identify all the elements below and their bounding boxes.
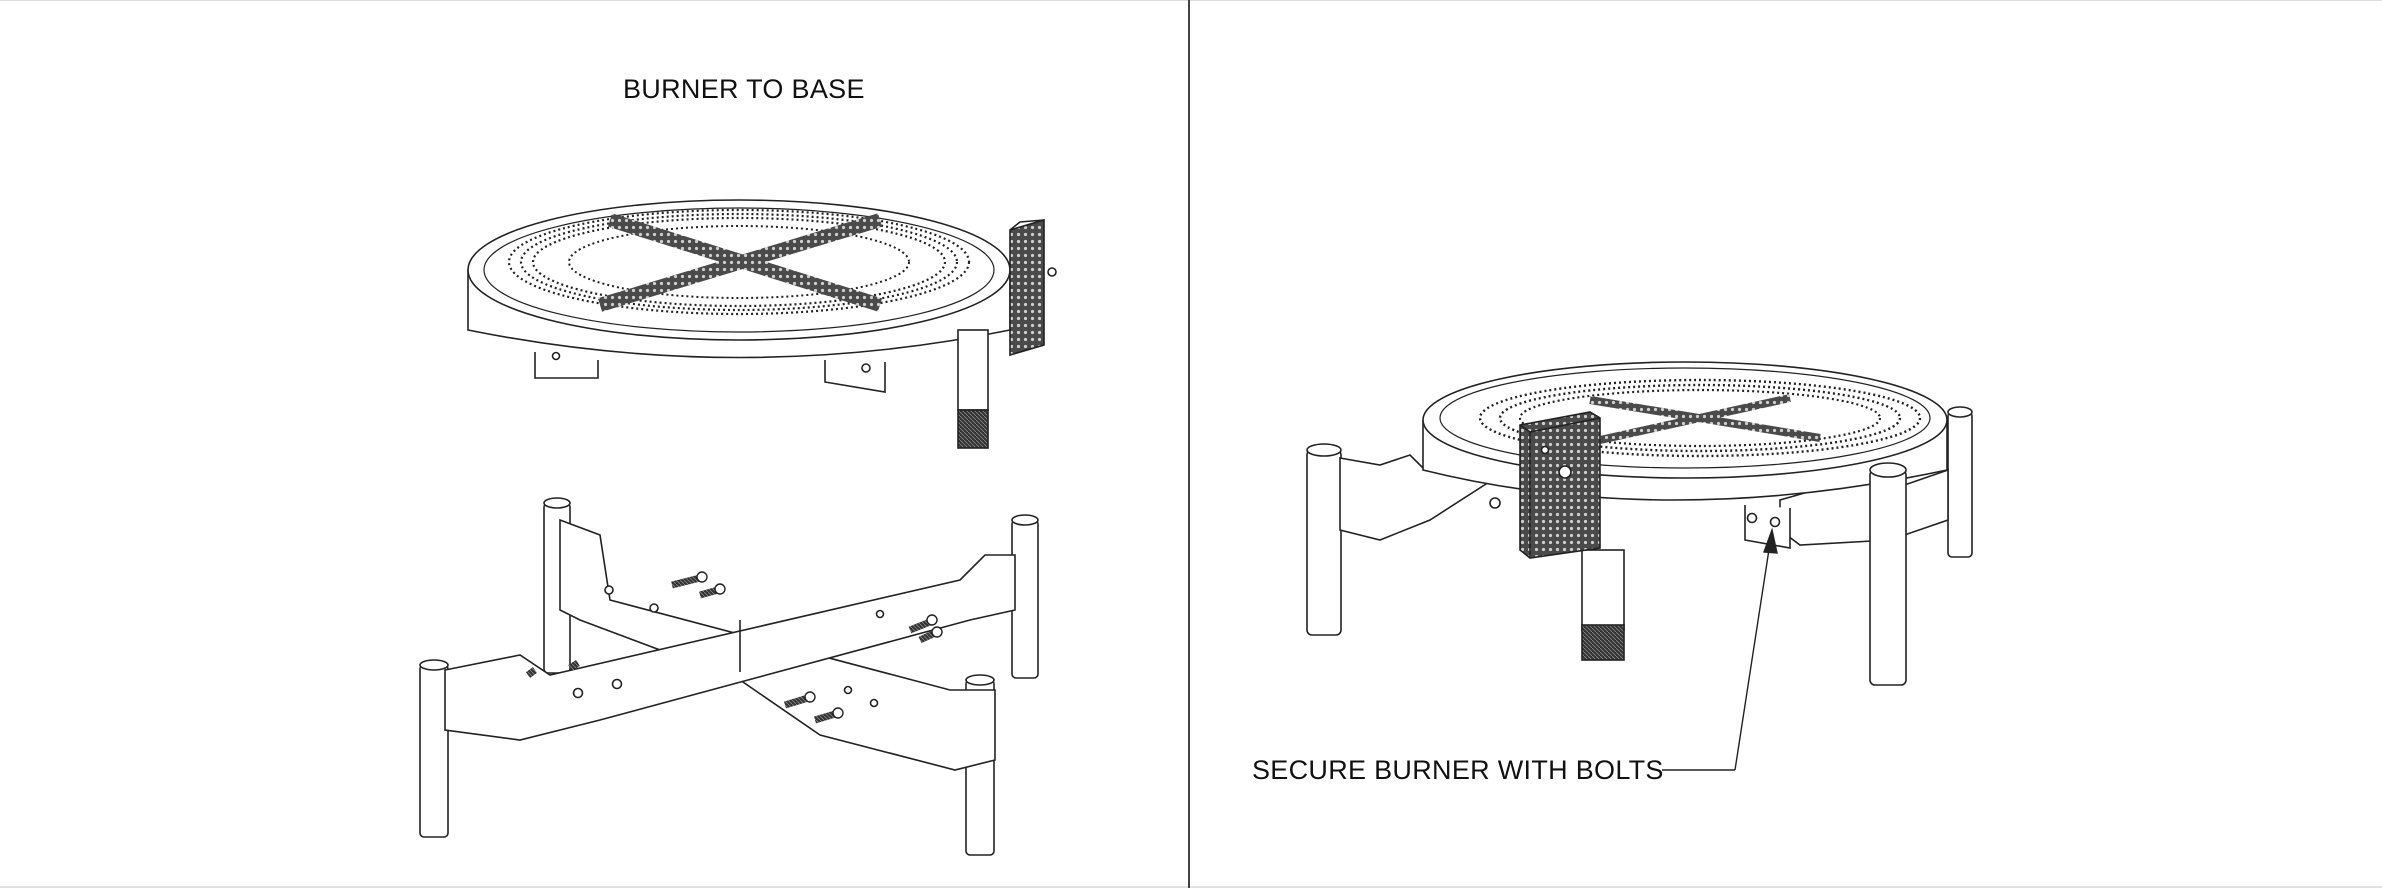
assembled-unit [1306,361,1973,686]
bolts [525,571,943,724]
burner-exploded [467,199,1057,449]
panel-divider [1188,0,1190,888]
step-title: BURNER TO BASE [623,74,865,104]
bottom-border [0,886,2382,888]
callout-leader [1662,527,1778,771]
callout-label: SECURE BURNER WITH BOLTS [1252,755,1664,785]
top-border [0,0,2382,1]
base-frame-exploded [419,497,1039,856]
